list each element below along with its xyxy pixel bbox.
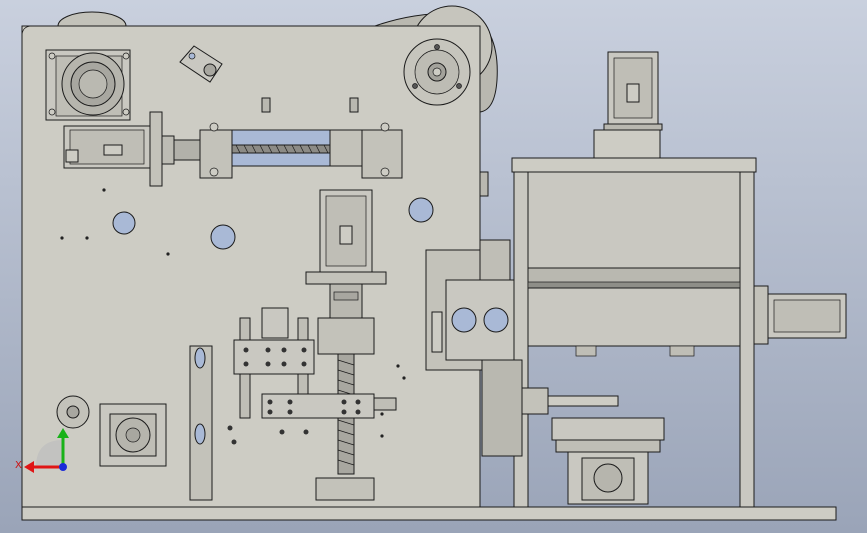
servo-motor-right (753, 285, 847, 345)
base-rail (21, 506, 837, 521)
pulley-face-right (403, 38, 471, 106)
linear-guide-assembly (227, 307, 397, 445)
horizontal-ballscrew-module (63, 97, 403, 187)
servo-motor-vertical (305, 189, 387, 501)
gearbox-assembly (425, 239, 619, 457)
angled-bracket (179, 45, 223, 83)
plate-side-tab (479, 171, 489, 197)
main-plate-corner (21, 25, 33, 37)
stepper-motor-bottom-left (56, 395, 167, 467)
servo-motor-top-right (603, 51, 663, 131)
slotted-bar-left (189, 345, 213, 501)
triad-x-label: X (15, 460, 22, 471)
servo-motor-top-left (45, 49, 131, 121)
plate-holes (60, 188, 434, 438)
stepper-module-bottom-right (551, 417, 665, 505)
coordinate-triad-icon (24, 428, 69, 473)
